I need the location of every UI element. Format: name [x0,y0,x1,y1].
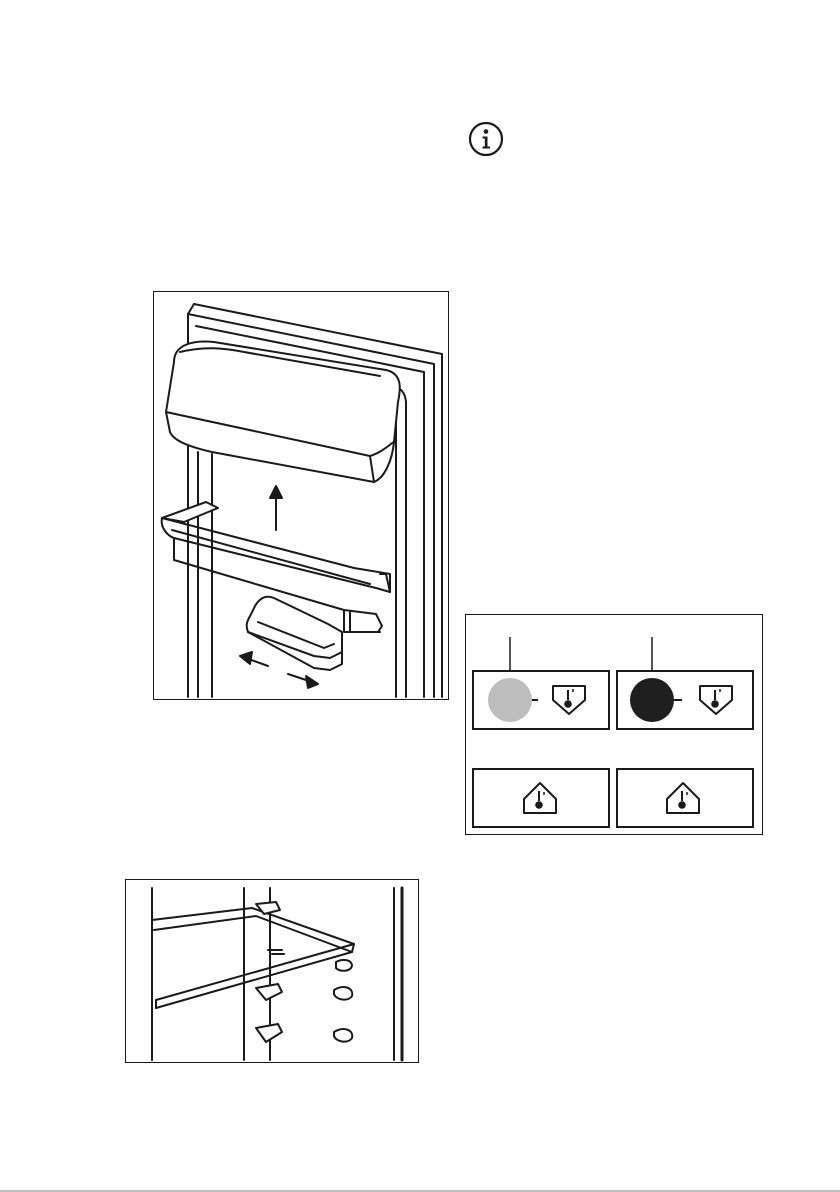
door-balcony-figure [153,291,449,700]
indicator-panel-up-left [473,769,609,827]
temperature-indicator-figure [465,614,763,835]
indicator-panel-up-right [617,769,753,827]
indicator-panel-off [473,671,609,729]
indicator-panel-on [617,671,753,729]
info-icon [468,121,504,157]
glass-shelf-figure [125,879,419,1063]
